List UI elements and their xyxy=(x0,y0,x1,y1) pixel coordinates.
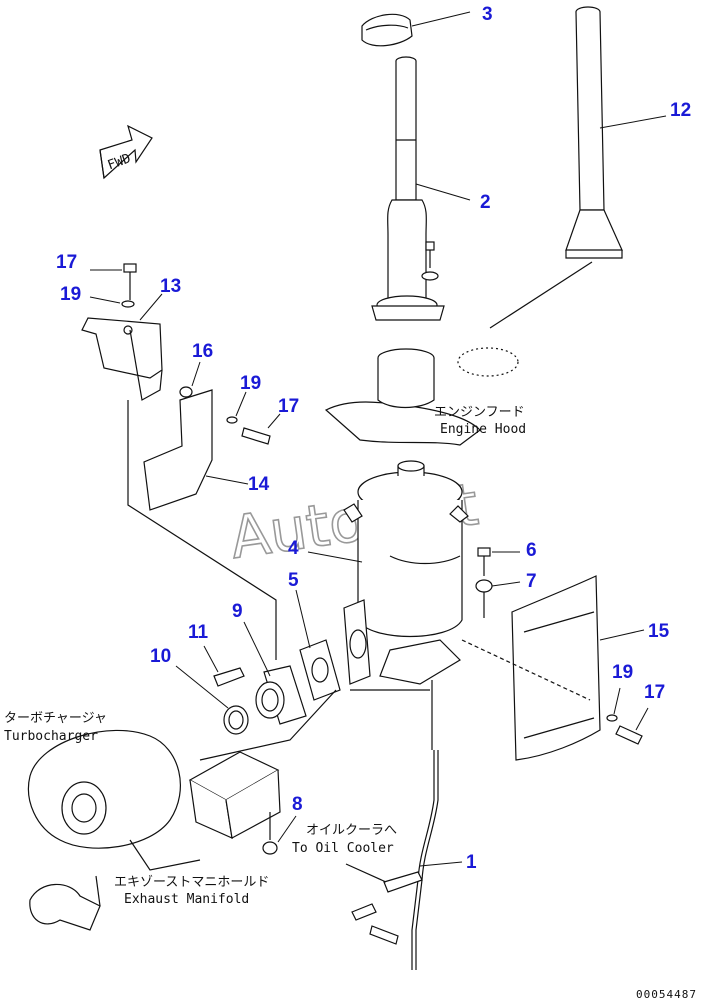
callout-1: 1 xyxy=(466,852,477,873)
gasket-part xyxy=(295,589,341,701)
connector-part xyxy=(243,621,307,725)
nut-part xyxy=(475,579,493,593)
oil-cooler-jp-label: オイルクーラへ xyxy=(306,823,397,838)
bolt-part xyxy=(615,725,643,745)
callout-5: 5 xyxy=(288,570,299,591)
fwd-arrow-icon: FWD xyxy=(99,124,153,180)
callout-16: 16 xyxy=(192,341,213,362)
adapter-part xyxy=(188,751,297,855)
bolt-part xyxy=(241,427,271,445)
callout-18: 17 xyxy=(278,396,299,417)
turbocharger-part xyxy=(27,729,201,871)
callout-17a: 17 xyxy=(56,252,77,273)
exhaust-manifold-part xyxy=(29,875,101,931)
spacer-part xyxy=(179,386,193,398)
callout-2: 2 xyxy=(480,192,491,213)
callout-9: 9 xyxy=(232,601,243,622)
muffler-cover-part xyxy=(461,575,645,761)
exhaust-manifold-en-label: Exhaust Manifold xyxy=(124,892,249,907)
bracket-part xyxy=(81,263,163,401)
callout-19b: 19 xyxy=(240,373,261,394)
muffler-part xyxy=(307,460,469,685)
callout-6: 6 xyxy=(526,540,537,561)
washer-part xyxy=(226,416,238,424)
callout-7: 7 xyxy=(526,571,537,592)
bolt-part xyxy=(477,547,491,557)
callout-19c: 19 xyxy=(612,662,633,683)
gasket-ring-part xyxy=(223,705,249,735)
oil-tube-part xyxy=(345,680,463,970)
callout-4: 4 xyxy=(288,538,299,559)
callout-19a: 19 xyxy=(60,284,81,305)
exhaust-pipe-part xyxy=(371,56,471,321)
oil-cooler-en-label: To Oil Cooler xyxy=(292,841,394,856)
turbocharger-en-label: Turbocharger xyxy=(4,729,98,744)
heat-shield-part xyxy=(143,389,249,511)
callout-8: 8 xyxy=(292,794,303,815)
drawing-code: 00054487 xyxy=(636,988,697,1001)
engine-hood-part xyxy=(324,348,481,446)
callout-14: 14 xyxy=(248,474,270,495)
callout-17b: 17 xyxy=(644,682,665,703)
engine-hood-jp-label: エンジンフード xyxy=(434,405,525,420)
callout-10: 10 xyxy=(150,646,171,667)
hood-gasket-part xyxy=(457,347,519,377)
rain-cap-part xyxy=(361,11,471,47)
washer-part xyxy=(606,714,618,722)
callout-3: 3 xyxy=(482,4,493,25)
engine-hood-en-label: Engine Hood xyxy=(440,422,526,437)
turbocharger-jp-label: ターボチャージャ xyxy=(4,711,107,726)
callout-12: 12 xyxy=(670,100,691,121)
exhaust-stack-part xyxy=(489,6,667,329)
callout-11: 11 xyxy=(188,622,209,643)
callout-15: 15 xyxy=(648,621,670,642)
bolt-part xyxy=(213,667,245,687)
callout-13: 13 xyxy=(160,276,181,297)
exhaust-manifold-jp-label: エキゾーストマニホールド xyxy=(114,875,269,890)
